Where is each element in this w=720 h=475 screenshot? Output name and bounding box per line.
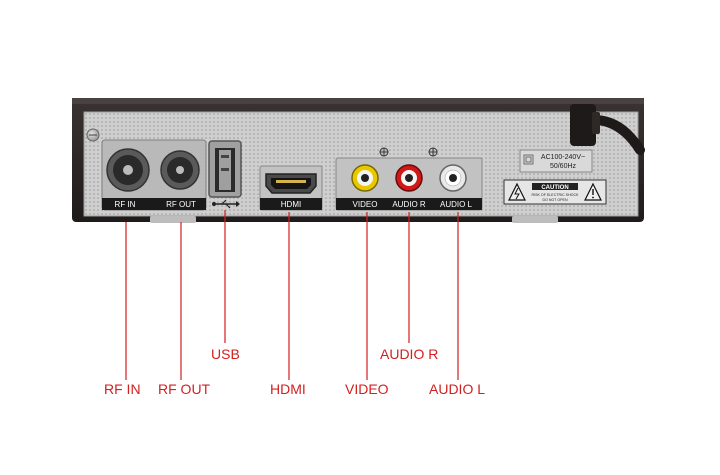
rf-in-port (106, 148, 150, 192)
rf-label-bar (102, 198, 206, 210)
rf-out-port (160, 150, 200, 190)
usb-port (208, 140, 242, 198)
video-rca-jack (351, 164, 379, 192)
usb-callout: USB (211, 346, 240, 362)
screw-icon (86, 128, 100, 142)
power-cable (570, 104, 645, 155)
rf-out-callout: RF OUT (158, 381, 211, 397)
electric-shock-warning-icon (508, 182, 526, 201)
av-label-bar (336, 198, 482, 210)
audio-l-port-label: AUDIO L (440, 200, 473, 209)
caution-title: CAUTION (541, 185, 568, 191)
ground-symbol-icon (428, 147, 438, 157)
audio-r-rca-jack (395, 164, 423, 192)
hdmi-callout: HDMI (270, 381, 306, 397)
caution-line-1: RISK OF ELECTRIC SHOCK (532, 193, 580, 197)
video-callout: VIDEO (345, 381, 389, 397)
hdmi-port (265, 173, 317, 194)
hdmi-label-bar (260, 198, 322, 210)
rf-in-port-label: RF IN (115, 200, 136, 209)
audio-l-callout: AUDIO L (429, 381, 486, 397)
caution-title-bar (532, 183, 578, 190)
chassis-top-edge (72, 98, 644, 104)
audio-l-rca-jack (439, 164, 467, 192)
hdmi-port-label: HDMI (281, 200, 301, 209)
caution-line-2: DO NOT OPEN (542, 198, 567, 202)
ground-symbol-icon (379, 147, 389, 157)
foot-left (150, 216, 196, 223)
audio-r-callout: AUDIO R (380, 346, 439, 362)
power-rating-frequency: 50/60Hz (550, 163, 577, 170)
exclamation-warning-icon (584, 182, 602, 201)
audio-r-port-label: AUDIO R (392, 200, 426, 209)
rf-out-port-label: RF OUT (166, 200, 196, 209)
rf-in-callout: RF IN (104, 381, 141, 397)
usb-symbol-icon (212, 199, 240, 209)
video-port-label: VIDEO (353, 200, 378, 209)
power-rating-box (519, 149, 593, 173)
foot-right (512, 216, 558, 223)
power-rating-voltage: AC100-240V~ (541, 154, 585, 161)
